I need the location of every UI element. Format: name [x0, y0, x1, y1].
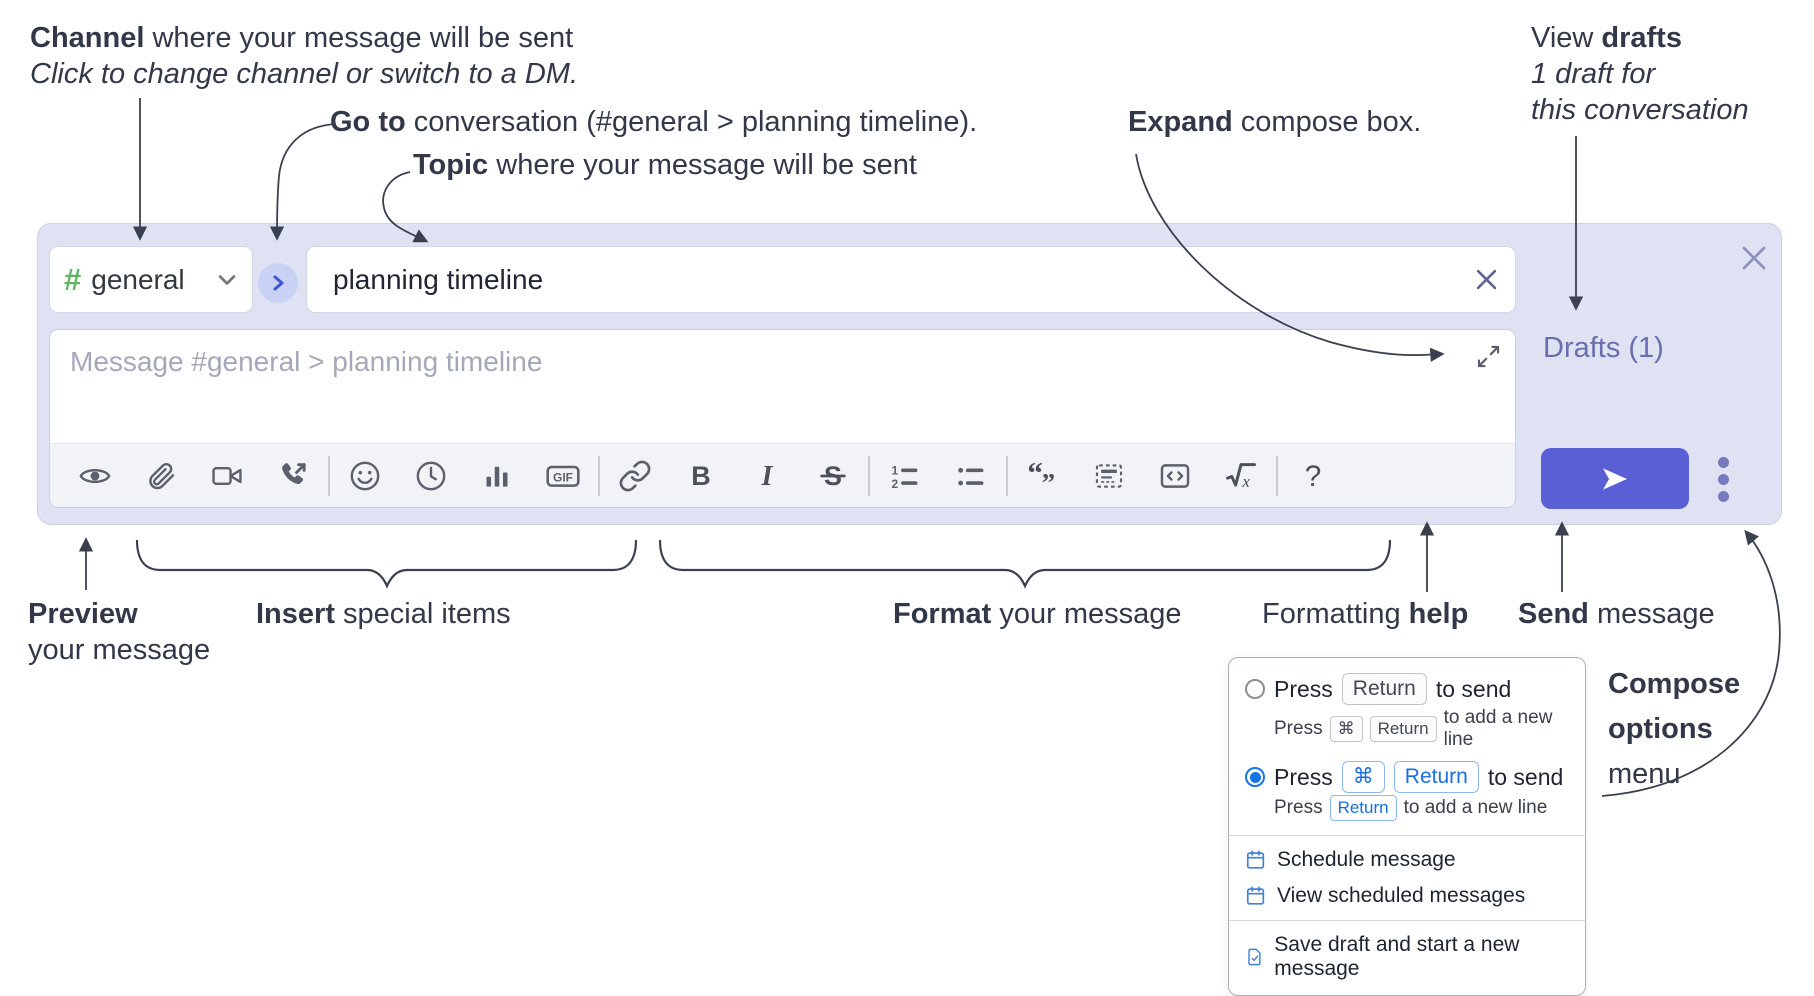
italic-icon[interactable]: I — [734, 444, 800, 508]
strikethrough-icon[interactable]: S — [800, 444, 866, 508]
svg-text:B: B — [691, 461, 710, 491]
popup-divider — [1229, 920, 1585, 921]
ellipsis-dot — [1717, 456, 1729, 468]
send-icon — [1603, 467, 1627, 490]
svg-text:GIF: GIF — [553, 470, 573, 484]
annotation-preview: Preview your message — [28, 598, 211, 666]
bold-icon[interactable]: B — [668, 444, 734, 508]
spoiler-icon[interactable] — [1076, 444, 1142, 508]
annotation-topic: Topic where your message will be sent — [413, 149, 917, 181]
go-to-conversation-button[interactable] — [258, 263, 298, 303]
annotation-insert: Insert special items — [256, 598, 511, 630]
topic-field-wrap — [306, 246, 1516, 313]
menu-item-view-scheduled[interactable]: View scheduled messages — [1245, 878, 1569, 914]
svg-text:“: “ — [1027, 459, 1043, 490]
annotation-formatting-help: Formatting help — [1262, 598, 1469, 630]
expand-compose-icon[interactable] — [1475, 343, 1502, 370]
preview-eye-icon[interactable] — [62, 444, 128, 508]
chevron-down-icon — [216, 269, 238, 291]
toolbar-divider — [868, 455, 870, 496]
svg-text:I: I — [760, 461, 773, 492]
svg-text:?: ? — [1305, 459, 1322, 492]
gif-icon[interactable]: GIF — [530, 444, 596, 508]
clear-topic-icon[interactable] — [1473, 266, 1500, 293]
drafts-link[interactable]: Drafts (1) — [1543, 332, 1664, 364]
radio-checked[interactable] — [1245, 767, 1265, 787]
bulleted-list-icon[interactable] — [938, 444, 1004, 508]
compose-box: # general — [37, 223, 1782, 525]
popup-divider — [1229, 835, 1585, 836]
ellipsis-dot — [1717, 490, 1729, 502]
annotation-compose-options: Compose options menu — [1608, 668, 1741, 790]
code-icon[interactable] — [1142, 444, 1208, 508]
close-compose-icon[interactable] — [1738, 242, 1770, 274]
audio-call-icon[interactable] — [260, 444, 326, 508]
channel-hash-icon: # — [64, 262, 82, 297]
toolbar-divider — [1276, 455, 1278, 496]
key-return: Return — [1369, 716, 1437, 742]
help-question-icon[interactable]: ? — [1280, 444, 1346, 508]
menu-item-schedule-message[interactable]: Schedule message — [1245, 842, 1569, 878]
toolbar-divider — [598, 455, 600, 496]
message-compose-area: GIF B I S 12 “” — [49, 329, 1516, 508]
quote-icon[interactable]: “” — [1010, 444, 1076, 508]
svg-text:x: x — [1241, 472, 1250, 491]
annotation-send-message: Send message — [1518, 598, 1715, 630]
calendar-icon — [1246, 850, 1265, 869]
emoji-smiley-icon[interactable] — [332, 444, 398, 508]
option-enter-to-send[interactable]: Press Return to send — [1245, 673, 1569, 705]
channel-selector[interactable]: # general — [49, 246, 253, 313]
radio-unchecked[interactable] — [1245, 679, 1265, 699]
key-cmd: ⌘ — [1329, 716, 1363, 742]
calendar-icon — [1246, 886, 1265, 905]
key-return: Return — [1329, 795, 1397, 821]
annotation-view-drafts: View drafts 1 draft for this conversatio… — [1531, 22, 1749, 126]
svg-text:1: 1 — [892, 463, 899, 477]
video-call-icon[interactable] — [194, 444, 260, 508]
message-input[interactable] — [50, 330, 1515, 443]
topic-input[interactable] — [306, 246, 1516, 313]
annotation-channel: Channel where your message will be sent … — [30, 22, 579, 90]
key-return: Return — [1341, 673, 1427, 705]
channel-name: general — [91, 263, 185, 295]
svg-text:”: ” — [1042, 467, 1055, 492]
key-return: Return — [1393, 761, 1479, 793]
menu-item-save-draft[interactable]: Save draft and start a new message — [1245, 927, 1569, 987]
attach-paperclip-icon[interactable] — [128, 444, 194, 508]
time-clock-icon[interactable] — [398, 444, 464, 508]
send-options-popup: Press Return to send Press ⌘ Return to a… — [1228, 657, 1586, 996]
chevron-right-icon — [273, 275, 284, 291]
draft-file-icon — [1248, 948, 1261, 966]
toolbar-divider — [1006, 455, 1008, 496]
svg-text:2: 2 — [892, 477, 899, 491]
send-button[interactable] — [1541, 448, 1689, 509]
option-cmd-enter-to-send-hint: Press Return to add a new line — [1274, 795, 1569, 821]
toolbar-divider — [328, 455, 330, 496]
annotation-expand: Expand compose box. — [1128, 106, 1422, 138]
annotation-format: Format your message — [893, 598, 1182, 630]
link-icon[interactable] — [602, 444, 668, 508]
poll-bar-chart-icon[interactable] — [464, 444, 530, 508]
option-enter-to-send-hint: Press ⌘ Return to add a new line — [1274, 707, 1553, 750]
annotation-goto: Go to conversation (#general > planning … — [330, 106, 978, 138]
option-cmd-enter-to-send[interactable]: Press ⌘ Return to send — [1245, 761, 1569, 793]
math-latex-icon[interactable]: x — [1208, 444, 1274, 508]
key-cmd: ⌘ — [1341, 761, 1385, 793]
ellipsis-dot — [1717, 473, 1729, 485]
compose-options-menu-button[interactable] — [1708, 455, 1738, 503]
